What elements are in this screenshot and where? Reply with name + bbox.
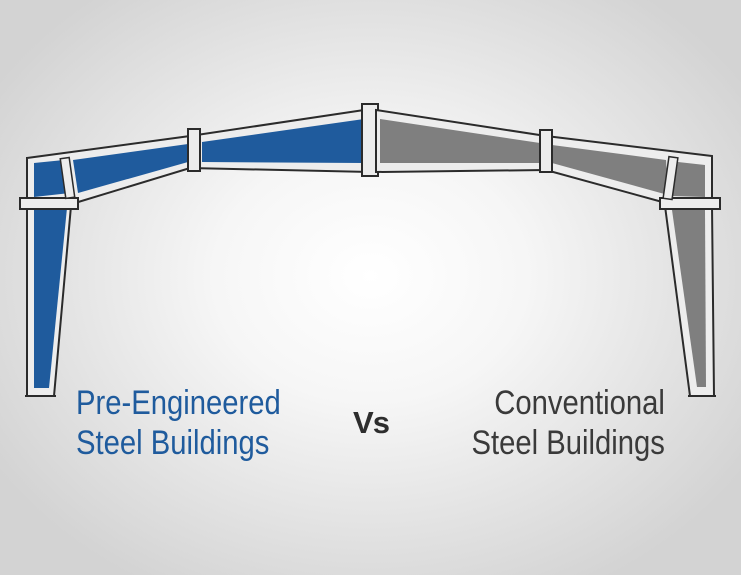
conventional-knee-plate bbox=[659, 197, 721, 210]
pre-engineered-column bbox=[34, 208, 67, 388]
pre-engineered-frame bbox=[19, 109, 371, 397]
conventional-caption-line1: Conventional bbox=[494, 384, 665, 422]
conventional-frame bbox=[375, 108, 721, 397]
pre-engineered-caption-line1: Pre-Engineered bbox=[76, 384, 281, 422]
conventional-caption: Conventional Steel Buildings bbox=[472, 383, 665, 463]
pre-engineered-caption: Pre-Engineered Steel Buildings bbox=[76, 383, 281, 463]
conventional-caption-line2: Steel Buildings bbox=[471, 424, 665, 462]
versus-label: Vs bbox=[353, 405, 390, 440]
pre-engineered-rafter-segment-1 bbox=[73, 144, 188, 193]
conventional-knee-haunch bbox=[672, 162, 705, 197]
pre-engineered-knee-stiffener bbox=[59, 156, 76, 200]
conventional-column bbox=[672, 210, 706, 387]
conventional-knee-stiffener bbox=[662, 155, 679, 201]
pre-engineered-rafter-segment-2 bbox=[202, 119, 364, 163]
pre-engineered-knee-plate bbox=[19, 197, 79, 210]
pre-engineered-caption-line2: Steel Buildings bbox=[76, 424, 270, 462]
conventional-splice-plate-1 bbox=[539, 129, 553, 173]
pre-engineered-splice-plate-1 bbox=[187, 128, 201, 172]
conventional-rafter-segment-2 bbox=[552, 145, 668, 195]
conventional-rafter-segment-1 bbox=[380, 119, 540, 163]
